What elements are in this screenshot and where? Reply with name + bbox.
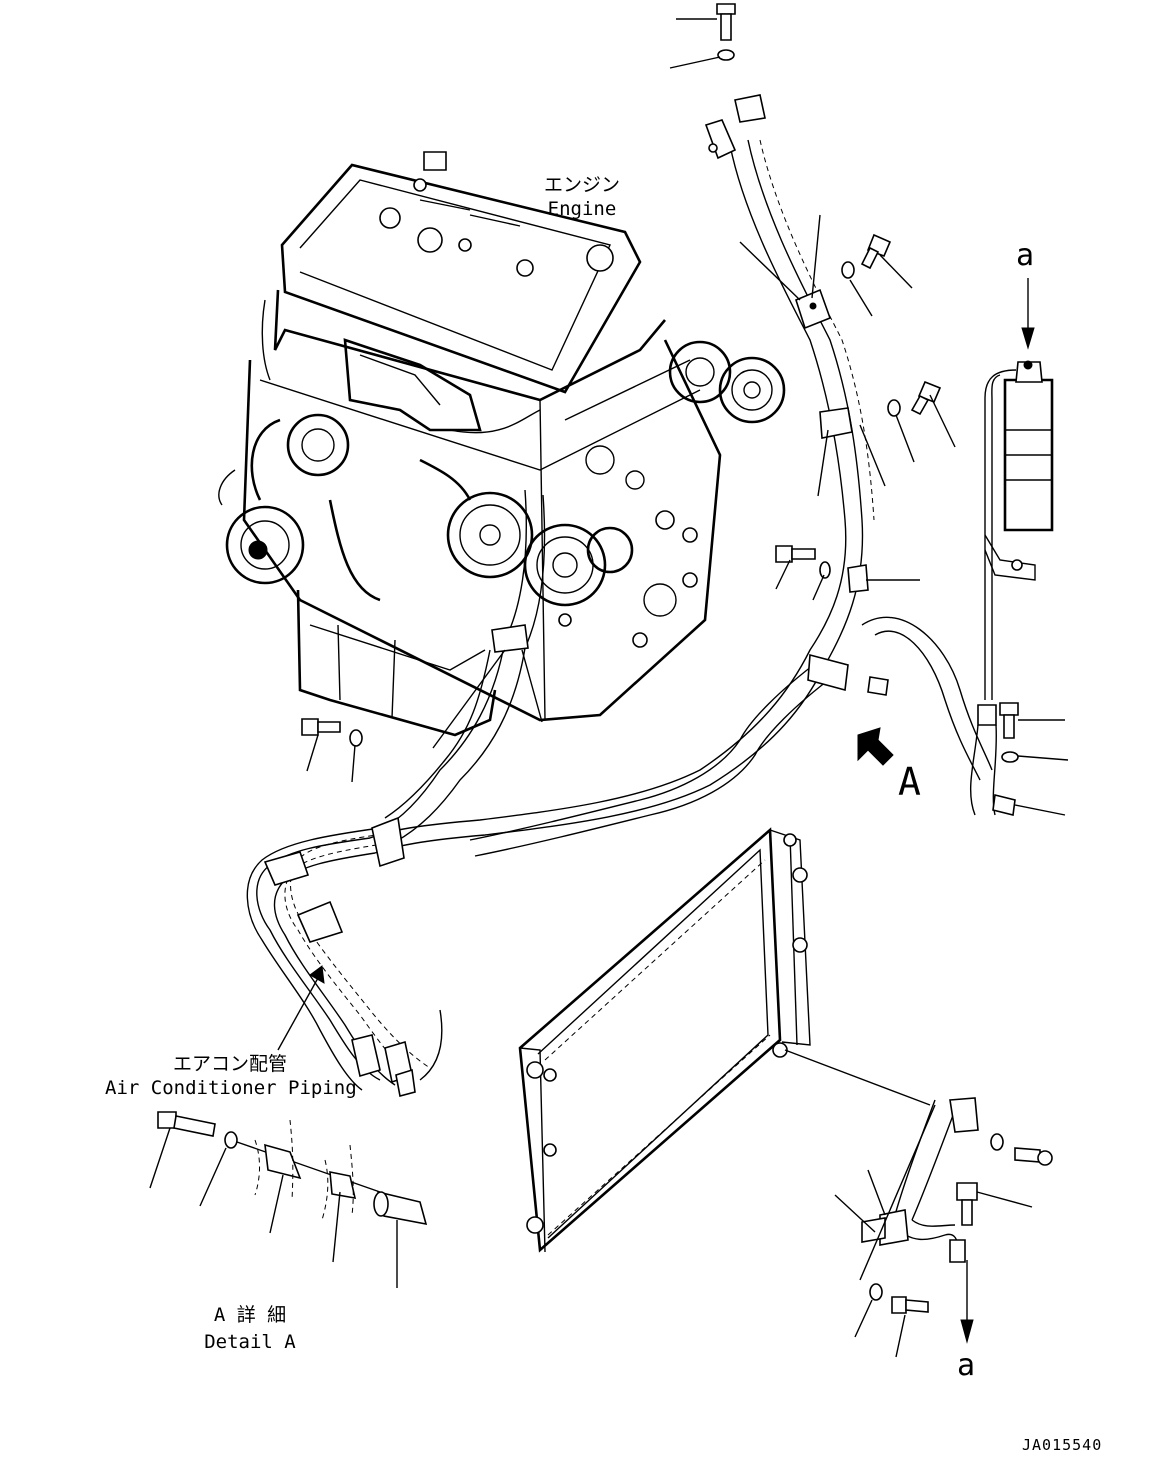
condenser — [518, 827, 931, 1253]
leader-lines — [149, 18, 1069, 1358]
fasteners — [157, 3, 1053, 1314]
piping-label-en: Air Conditioner Piping — [105, 1077, 357, 1099]
view-a-label: A — [898, 760, 921, 804]
receiver-drier — [969, 360, 1054, 816]
piping-label-jp: エアコン配管 — [172, 1053, 287, 1075]
engine-label-jp: エンジン — [543, 174, 620, 196]
drawing-code: JA015540 — [1022, 1436, 1103, 1454]
detail-label-jp: A 詳 細 — [213, 1304, 287, 1326]
ref-a-bottom-label: a — [957, 1348, 976, 1383]
arrows — [277, 278, 1035, 1344]
lower-right-pipe — [861, 1097, 979, 1263]
ref-a-top-label: a — [1016, 238, 1035, 273]
engine-drawing — [218, 151, 786, 737]
piping-main — [246, 94, 993, 1097]
engine-label-en: Engine — [547, 198, 617, 220]
detail-label-en: Detail A — [204, 1331, 296, 1353]
